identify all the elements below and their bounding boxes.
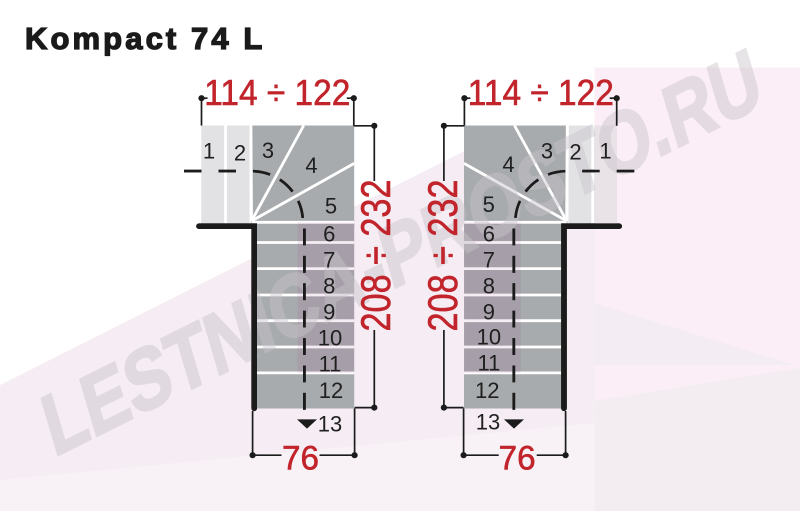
svg-text:76: 76 bbox=[282, 439, 319, 477]
svg-text:6: 6 bbox=[323, 222, 335, 247]
svg-text:114 ÷ 122: 114 ÷ 122 bbox=[204, 72, 350, 113]
svg-text:13: 13 bbox=[476, 410, 500, 435]
svg-text:1: 1 bbox=[203, 139, 215, 164]
svg-text:13: 13 bbox=[318, 412, 342, 437]
svg-text:11: 11 bbox=[477, 351, 500, 376]
svg-text:12: 12 bbox=[319, 378, 343, 403]
svg-text:8: 8 bbox=[483, 274, 495, 299]
svg-text:3: 3 bbox=[262, 138, 274, 163]
svg-text:10: 10 bbox=[477, 325, 501, 350]
svg-text:2: 2 bbox=[234, 141, 246, 166]
svg-text:5: 5 bbox=[483, 192, 495, 217]
svg-text:10: 10 bbox=[318, 326, 342, 351]
svg-text:76: 76 bbox=[499, 439, 536, 477]
svg-text:7: 7 bbox=[323, 248, 335, 273]
svg-text:7: 7 bbox=[483, 248, 495, 273]
svg-text:8: 8 bbox=[323, 274, 335, 299]
svg-text:114 ÷ 122: 114 ÷ 122 bbox=[468, 72, 614, 113]
svg-text:9: 9 bbox=[323, 300, 335, 325]
svg-text:6: 6 bbox=[483, 222, 495, 247]
svg-text:11: 11 bbox=[319, 352, 342, 377]
svg-text:12: 12 bbox=[475, 378, 499, 403]
svg-text:1: 1 bbox=[599, 139, 611, 164]
svg-text:4: 4 bbox=[502, 152, 514, 177]
svg-text:2: 2 bbox=[569, 140, 581, 165]
svg-text:4: 4 bbox=[305, 153, 317, 178]
svg-text:208 ÷ 232: 208 ÷ 232 bbox=[352, 180, 399, 332]
svg-text:3: 3 bbox=[541, 139, 553, 164]
svg-text:208 ÷ 232: 208 ÷ 232 bbox=[419, 180, 466, 332]
svg-text:9: 9 bbox=[483, 300, 495, 325]
svg-text:5: 5 bbox=[325, 194, 337, 219]
